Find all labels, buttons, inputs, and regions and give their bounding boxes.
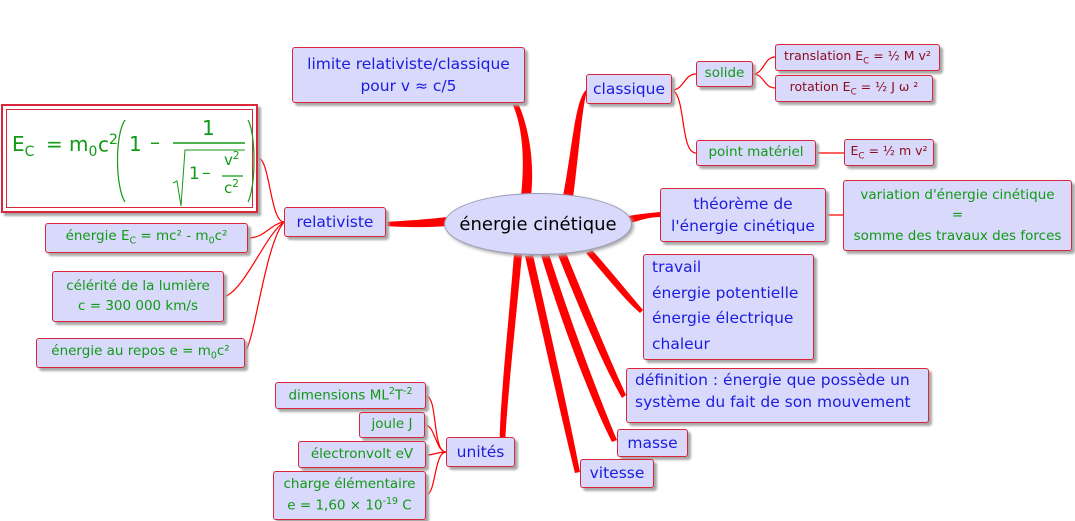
point-formula-text: EC = ½ m v² [850, 142, 928, 162]
node-variation-line3: somme des travaux des forces [853, 227, 1062, 244]
node-celerite[interactable]: célérité de la lumière c = 300 000 km/s [52, 271, 224, 322]
link-unites-joule [424, 424, 447, 453]
node-theoreme-line2: l'énergie cinétique [671, 217, 815, 235]
link-solide-rotation [752, 73, 776, 89]
node-electronvolt-label: électronvolt eV [310, 445, 414, 462]
link-unites-dimensions [425, 395, 447, 453]
node-joule[interactable]: joule J [359, 412, 425, 438]
node-definition-line2: système du fait de son mouvement [635, 393, 911, 412]
node-masse[interactable]: masse [617, 429, 688, 457]
link-classique-solide [671, 73, 697, 91]
formula-minus: – [150, 130, 160, 154]
node-unites[interactable]: unités [446, 437, 515, 467]
node-celerite-line1: célérité de la lumière [66, 277, 210, 294]
node-variation-line2: = [951, 207, 964, 224]
dimensions-text: dimensions ML2T-2 [288, 385, 413, 404]
node-point-materiel[interactable]: point matériel [696, 140, 816, 166]
energie-repos-text: énergie au repos e = m0c² [51, 343, 230, 362]
node-variation-line1: variation d'énergie cinétique [860, 187, 1055, 204]
node-charge-line1: charge élémentaire [283, 476, 416, 493]
node-variation[interactable]: variation d'énergie cinétique = somme de… [843, 180, 1072, 251]
translation-text: translation EC = ½ M v² [784, 47, 931, 67]
node-relativiste[interactable]: relativiste [284, 207, 386, 237]
node-charge-line2: e = 1,60 × 10-19 C [287, 495, 412, 514]
link-rel-energie [247, 221, 285, 239]
formula-minus-inner: – [202, 163, 211, 183]
link-classique-point [671, 89, 697, 154]
node-unites-label: unités [456, 442, 505, 461]
node-electronvolt[interactable]: électronvolt eV [298, 441, 426, 468]
node-masse-label: masse [627, 433, 678, 452]
branch-theoreme [628, 212, 660, 224]
node-point-formula[interactable]: EC = ½ m v² [844, 139, 934, 166]
node-charge-elementaire[interactable]: charge élémentaire e = 1,60 × 10-19 C [273, 471, 426, 520]
formula-equals: = [46, 132, 63, 156]
formula-v2: v2 [224, 150, 240, 169]
node-energie-relativiste[interactable]: énergie EC = mc² - m0c² [45, 223, 248, 253]
link-rel-repos [244, 221, 285, 353]
branch-definition [558, 253, 626, 398]
formula-numerator: 1 [202, 116, 215, 140]
formula-one-inner: 1 [189, 164, 200, 184]
node-vitesse-label: vitesse [589, 464, 645, 483]
forme-item: énergie électrique [652, 309, 794, 328]
node-formes-energie[interactable]: travail énergie potentielle énergie élec… [643, 254, 814, 360]
formula-radical-and-parens [116, 119, 255, 207]
formula-m0: m0 [69, 132, 98, 160]
branch-limite [512, 103, 533, 196]
node-theoreme[interactable]: théorème de l'énergie cinétique [660, 188, 826, 242]
node-relativiste-label: relativiste [296, 212, 374, 231]
node-point-materiel-label: point matériel [708, 144, 804, 161]
branch-masse [541, 254, 617, 442]
branch-formes [586, 250, 643, 313]
energie-rel-text: énergie EC = mc² - m0c² [65, 228, 228, 247]
branch-unites [499, 254, 522, 452]
node-definition[interactable]: définition : énergie que possède un syst… [626, 368, 929, 423]
node-celerite-line2: c = 300 000 km/s [78, 297, 198, 314]
node-limite-line2: pour v ≈ c/5 [360, 77, 457, 95]
relativistic-formula-box[interactable]: EC = m0 c2 1 – 1 1 – v2 c2 [1, 104, 258, 213]
central-topic-energie-cinetique[interactable]: énergie cinétique [444, 193, 632, 255]
node-definition-line1: définition : énergie que possède un [635, 371, 910, 389]
forme-item: énergie potentielle [652, 283, 799, 302]
node-theoreme-line1: théorème de [693, 194, 793, 213]
formula-c2: c2 [98, 132, 118, 157]
central-topic-label: énergie cinétique [459, 213, 617, 235]
node-limite-relativiste-classique[interactable]: limite relativiste/classique pour v ≈ c/… [292, 47, 525, 103]
node-limite-line1: limite relativiste/classique [307, 54, 510, 73]
formula-one: 1 [129, 132, 142, 156]
node-dimensions[interactable]: dimensions ML2T-2 [275, 382, 426, 409]
branch-vitesse [525, 255, 580, 473]
link-rel-formula [257, 157, 285, 223]
branch-classique [563, 90, 586, 198]
formula-c2-denominator: c2 [224, 178, 239, 197]
node-energie-repos[interactable]: énergie au repos e = m0c² [36, 338, 245, 368]
link-unites-charge [425, 451, 447, 496]
node-classique[interactable]: classique [586, 74, 672, 104]
forme-item: travail [652, 258, 702, 276]
node-solide[interactable]: solide [696, 61, 753, 87]
formula-ec: EC [12, 132, 35, 160]
node-translation-formula[interactable]: translation EC = ½ M v² [775, 44, 940, 71]
branch-relativiste [386, 217, 448, 228]
forme-item: chaleur [652, 335, 710, 354]
node-vitesse[interactable]: vitesse [580, 459, 654, 488]
formula-inner-frame [6, 109, 253, 208]
node-rotation-formula[interactable]: rotation EC = ½ J ω ² [775, 75, 933, 102]
node-joule-label: joule J [371, 416, 413, 433]
link-rel-celerite [223, 221, 285, 298]
link-solide-translation [752, 56, 776, 75]
node-classique-label: classique [593, 79, 665, 98]
rotation-text: rotation EC = ½ J ω ² [789, 78, 919, 98]
node-solide-label: solide [704, 65, 745, 82]
